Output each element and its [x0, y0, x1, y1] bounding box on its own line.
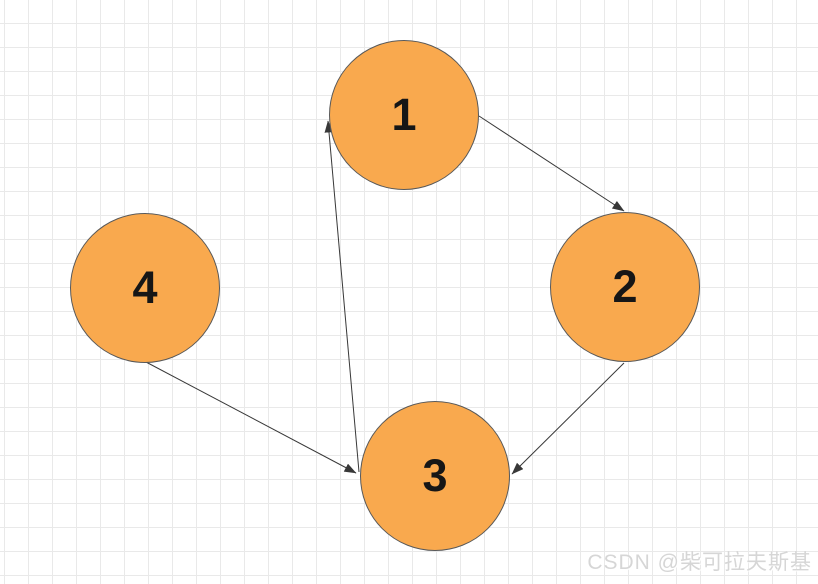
- edge-group: [145, 115, 625, 475]
- node-label: 3: [422, 449, 448, 501]
- graph-node-1[interactable]: 1: [329, 40, 479, 190]
- edge-2-to-3[interactable]: [511, 362, 625, 475]
- node-label: 1: [391, 88, 417, 140]
- node-label: 4: [132, 261, 158, 313]
- graph-node-3[interactable]: 3: [360, 401, 510, 551]
- edge-4-to-3[interactable]: [145, 361, 357, 474]
- node-label: 2: [612, 260, 638, 312]
- graph-node-4[interactable]: 4: [70, 213, 220, 363]
- edge-3-to-1[interactable]: [324, 120, 360, 473]
- edge-1-to-2[interactable]: [478, 115, 625, 212]
- graph-node-2[interactable]: 2: [550, 212, 700, 362]
